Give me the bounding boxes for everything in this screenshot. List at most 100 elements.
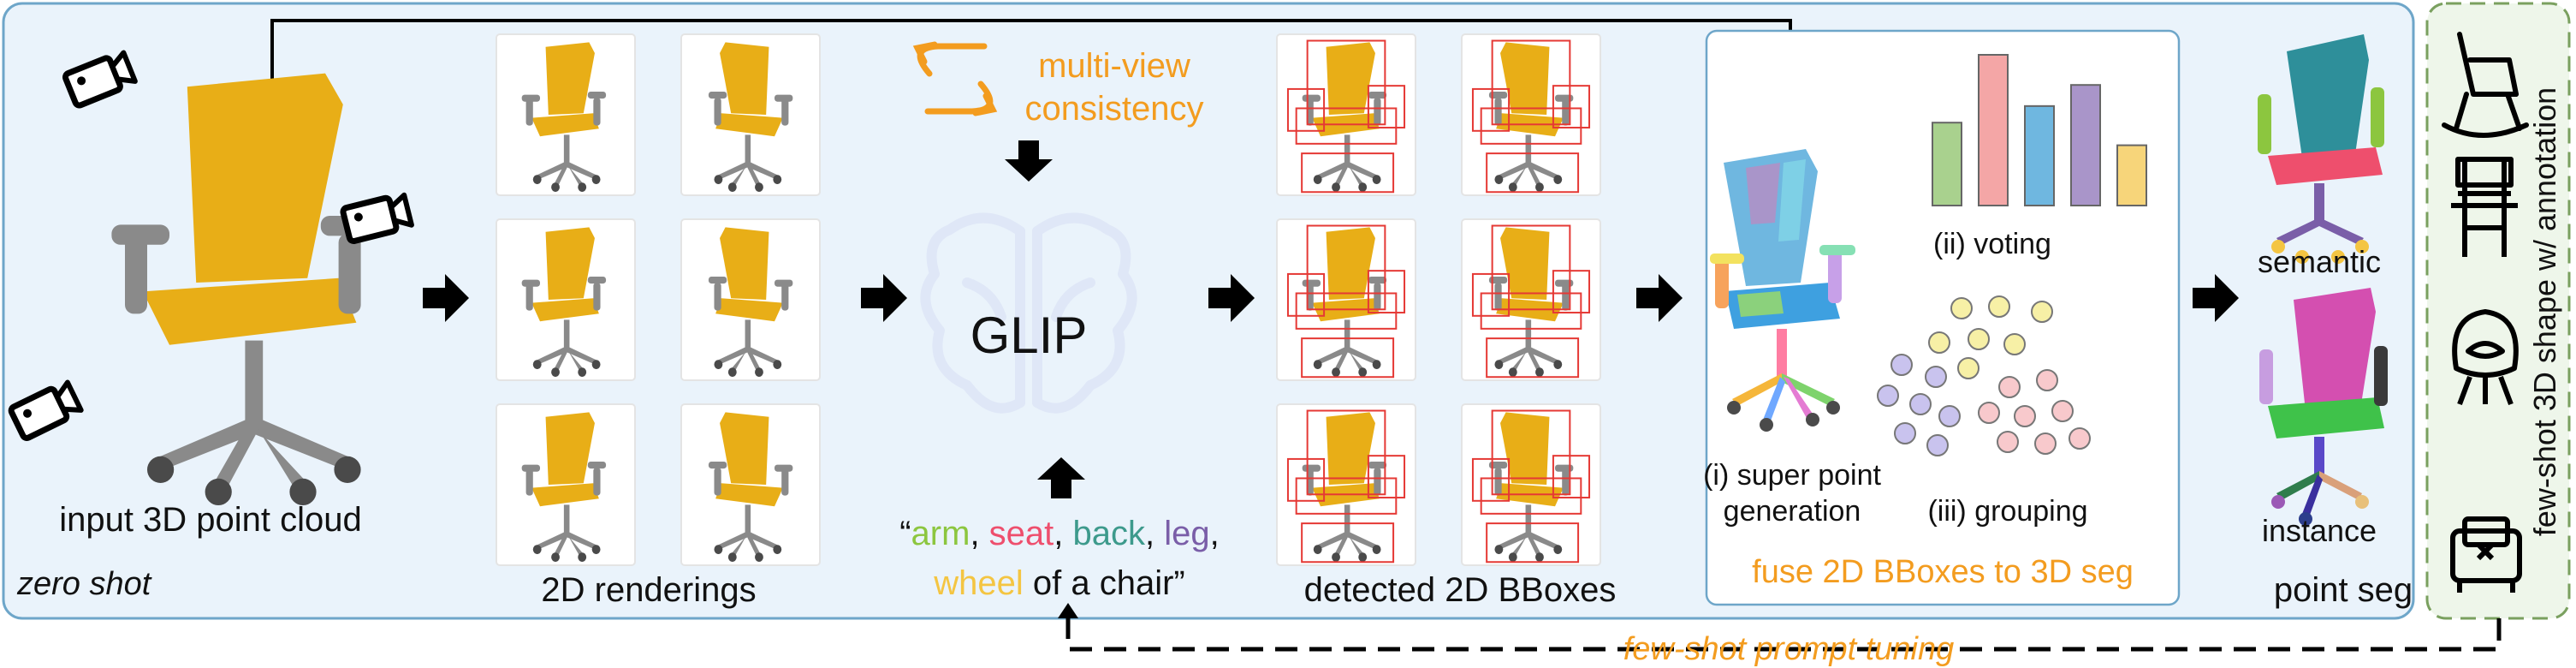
detected-bbox — [1295, 292, 1398, 330]
detected-bbox — [1491, 39, 1571, 126]
detected-bbox — [1301, 337, 1395, 379]
detected-bbox — [1480, 292, 1582, 330]
bbox-group — [1286, 39, 1406, 194]
detected-bbox — [1471, 87, 1511, 132]
detection-tile — [1461, 33, 1601, 196]
dining-chair-icon — [2451, 157, 2518, 257]
super-point-chair — [1710, 149, 1855, 432]
prompt-sep: , — [1054, 515, 1072, 552]
rendering-tile — [680, 403, 821, 566]
detected-bbox — [1471, 457, 1511, 502]
prompt-sep: , — [1210, 515, 1220, 552]
voting-bar — [1978, 54, 2009, 206]
voting-label: (ii) voting — [1933, 228, 2051, 260]
renderings-grid — [496, 33, 821, 566]
grouping-dots — [1877, 295, 2091, 456]
detected-bbox — [1480, 107, 1582, 145]
detected-bbox — [1301, 152, 1395, 194]
prompt-back: back — [1073, 515, 1146, 552]
few-shot-tuning-arrowhead — [1058, 603, 1078, 618]
detected-bbox — [1306, 409, 1386, 496]
detection-tile — [1276, 33, 1416, 196]
prompt-tail: of a chair” — [1024, 564, 1185, 602]
consistency-label: consistency — [1025, 90, 1204, 128]
detected-bbox — [1491, 409, 1571, 496]
detected-bbox — [1486, 152, 1580, 194]
detected-bbox — [1552, 270, 1591, 314]
grouping-label: (iii) grouping — [1927, 495, 2087, 528]
rendering-tile — [496, 218, 636, 381]
prompt-wheel: wheel — [933, 564, 1024, 602]
detected-bbox — [1286, 457, 1326, 502]
semantic-label: semantic — [2258, 244, 2381, 279]
voting-bar — [2070, 84, 2101, 206]
rendering-tile — [680, 33, 821, 196]
rendering-tile — [680, 218, 821, 381]
detection-tile — [1461, 403, 1601, 566]
voting-bar-chart — [1932, 54, 2147, 207]
renderings-label: 2D renderings — [541, 571, 756, 609]
text-prompt-line2: wheel of a chair” — [933, 564, 1184, 602]
fuse-panel — [1705, 29, 2181, 606]
voting-bar — [2024, 104, 2055, 206]
voting-bar — [1932, 122, 1962, 206]
detected-bbox — [1491, 224, 1571, 311]
prompt-sep: , — [970, 515, 988, 552]
prompt-arm: arm — [911, 515, 970, 552]
fuse-title: fuse 2D BBoxes to 3D seg — [1752, 554, 2134, 590]
instance-label: instance — [2262, 513, 2377, 548]
rendering-tile — [496, 33, 636, 196]
glip-label: GLIP — [970, 307, 1088, 364]
prompt-sep: , — [1145, 515, 1164, 552]
detected-bbox — [1295, 477, 1398, 515]
detected-bbox — [1286, 272, 1326, 317]
armchair-icon — [2450, 516, 2522, 593]
few-shot-shape-label: few-shot 3D shape w/ annotation — [2527, 87, 2562, 536]
prompt-open-quote: “ — [899, 515, 911, 552]
detected-bbox — [1480, 477, 1582, 515]
detected-bbox — [1295, 107, 1398, 145]
detected-bbox — [1552, 455, 1591, 499]
bbox-group — [1286, 224, 1406, 379]
detected-bbox — [1486, 522, 1580, 564]
prompt-seat: seat — [989, 515, 1054, 552]
detected-bbox — [1367, 270, 1406, 314]
detection-tile — [1276, 403, 1416, 566]
detections-grid — [1276, 33, 1601, 566]
super-point-label-1: (i) super point — [1703, 459, 1881, 492]
bbox-group — [1286, 409, 1406, 564]
semantic-seg-chair — [2258, 34, 2384, 264]
few-shot-prompt-tuning-label: few-shot prompt tuning — [1623, 631, 1955, 667]
text-prompt: “arm, seat, back, leg, — [899, 515, 1220, 552]
detection-tile — [1461, 218, 1601, 381]
bbox-group — [1471, 409, 1591, 564]
detected-bbox — [1367, 85, 1406, 129]
detected-bbox — [1367, 455, 1406, 499]
multi-view-consistency-icon — [912, 41, 998, 116]
rocking-chair-icon — [2442, 32, 2529, 138]
detected-bbox — [1486, 337, 1580, 379]
bbox-group — [1471, 39, 1591, 194]
detected-label: detected 2D BBoxes — [1304, 571, 1617, 609]
detection-tile — [1276, 218, 1416, 381]
detected-bbox — [1306, 224, 1386, 311]
few-shot-tuning-arrow — [1065, 615, 2502, 652]
egg-chair-icon — [2452, 309, 2519, 406]
detected-bbox — [1301, 522, 1395, 564]
prompt-leg: leg — [1164, 515, 1209, 552]
rendering-tile — [496, 403, 636, 566]
detected-bbox — [1552, 85, 1591, 129]
input-label: input 3D point cloud — [59, 501, 362, 539]
detected-bbox — [1471, 272, 1511, 317]
detected-bbox — [1286, 87, 1326, 132]
voting-bar — [2116, 144, 2147, 207]
super-point-label-2: generation — [1724, 495, 1861, 528]
zero-shot-label: zero shot — [16, 566, 152, 602]
detected-bbox — [1306, 39, 1386, 126]
multi-view-label: multi-view — [1038, 47, 1190, 85]
point-seg-label: point seg — [2274, 571, 2413, 609]
bbox-group — [1471, 224, 1591, 379]
instance-seg-chair — [2259, 288, 2388, 526]
glip-brain-icon — [920, 212, 1137, 414]
